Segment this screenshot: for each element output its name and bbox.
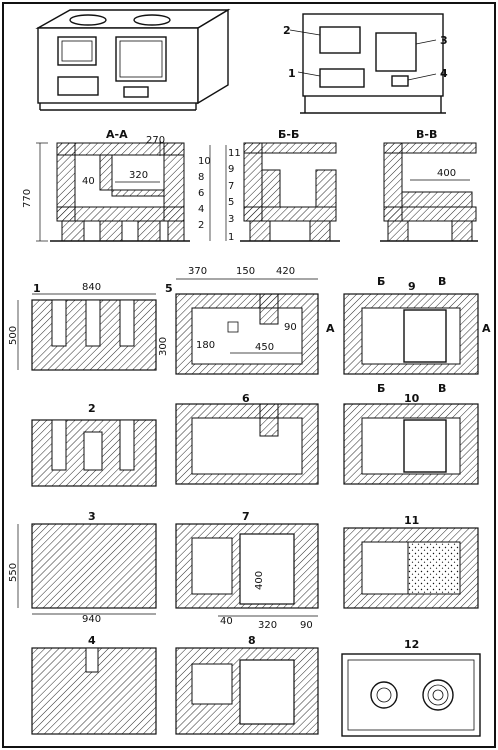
plan-5 [175, 293, 319, 375]
mark-b-top: Б [377, 275, 385, 288]
dim-500: 500 [8, 326, 19, 345]
plan-number-8: 8 [248, 634, 256, 647]
level-8: 8 [198, 172, 204, 183]
plan-number-4: 4 [88, 634, 96, 647]
level-4: 4 [198, 204, 204, 215]
plan-number-10: 10 [404, 392, 420, 405]
dim-40-aa: 40 [82, 176, 95, 187]
front-callout-2: 2 [283, 24, 291, 37]
section-v-v [380, 142, 478, 242]
plan-9 [343, 293, 479, 375]
dim-320-r7: 320 [258, 620, 277, 631]
dim-550: 550 [8, 563, 19, 582]
level-6: 6 [198, 188, 204, 199]
level-1: 1 [228, 232, 234, 243]
plan-12-stove-top [341, 653, 481, 737]
mark-a-left: А [326, 322, 335, 335]
stove-perspective-view [35, 8, 231, 111]
dim-90-r7: 90 [300, 620, 313, 631]
dim-300: 300 [158, 337, 169, 356]
dim-400-vv: 400 [437, 168, 456, 179]
front-callout-4: 4 [440, 67, 448, 80]
front-callout-1: 1 [288, 67, 296, 80]
plan-7 [175, 523, 319, 609]
level-5: 5 [228, 197, 234, 208]
dim-150: 150 [236, 266, 255, 277]
plan-1 [31, 299, 157, 371]
level-7: 7 [228, 181, 234, 192]
dim-270: 270 [146, 135, 165, 146]
level-11: 11 [228, 148, 241, 159]
dim-320-aa: 320 [129, 170, 148, 181]
course-level-scale [209, 145, 227, 241]
plan-3 [31, 523, 157, 609]
plan-11 [343, 527, 479, 609]
plan-8 [175, 647, 319, 735]
section-label-a-a: А-А [106, 128, 128, 141]
level-9: 9 [228, 164, 234, 175]
plan-number-1: 1 [33, 282, 41, 295]
section-a-a [50, 142, 190, 242]
plan-number-7: 7 [242, 510, 250, 523]
plan-number-12: 12 [404, 638, 419, 651]
section-label-b-b: Б-Б [278, 128, 299, 141]
plan-number-3: 3 [88, 510, 96, 523]
section-label-v-v: В-В [416, 128, 437, 141]
mark-v-top: В [438, 275, 446, 288]
section-b-b [240, 142, 340, 242]
dim-450: 450 [255, 342, 274, 353]
dim-180: 180 [196, 340, 215, 351]
plan-number-2: 2 [88, 402, 96, 415]
plan-number-11: 11 [404, 514, 419, 527]
dim-400-r7: 400 [254, 571, 265, 590]
mark-a-right: А [482, 322, 491, 335]
dim-90-r5: 90 [284, 322, 297, 333]
mark-b-bottom: Б [377, 382, 385, 395]
plan-number-9: 9 [408, 280, 416, 293]
level-3: 3 [228, 214, 234, 225]
dim-370: 370 [188, 266, 207, 277]
dim-770: 770 [22, 189, 33, 208]
level-2: 2 [198, 220, 204, 231]
level-10: 10 [198, 156, 211, 167]
plan-2 [31, 419, 157, 487]
dim-840: 840 [82, 282, 101, 293]
stove-front-elevation [289, 13, 446, 114]
dim-420: 420 [276, 266, 295, 277]
plan-6 [175, 403, 319, 485]
dim-40-r7: 40 [220, 616, 233, 627]
plan-10 [343, 403, 479, 485]
front-callout-3: 3 [440, 34, 448, 47]
dim-940: 940 [82, 614, 101, 625]
mark-v-bottom: В [438, 382, 446, 395]
plan-number-5: 5 [165, 282, 173, 295]
plan-number-6: 6 [242, 392, 250, 405]
plan-4 [31, 647, 157, 735]
